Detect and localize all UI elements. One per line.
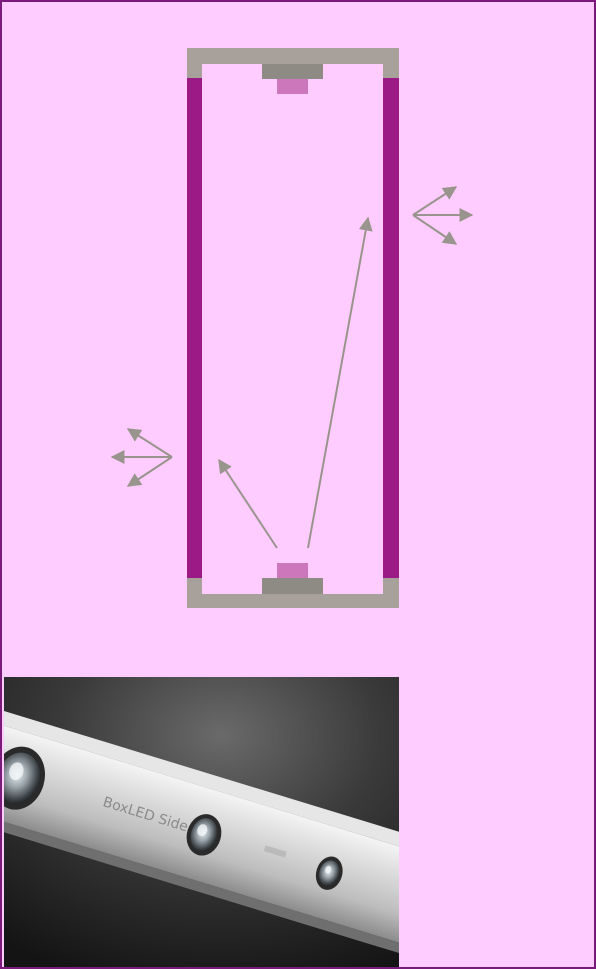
bottom-left-corner bbox=[187, 578, 202, 594]
led-bar: BoxLED Side bbox=[4, 709, 399, 955]
left-arrow-up bbox=[126, 428, 173, 458]
right-side-panel bbox=[383, 78, 399, 578]
top-frame-bar bbox=[187, 48, 399, 64]
bottom-led bbox=[277, 563, 308, 578]
left-side-panel bbox=[187, 78, 202, 578]
bottom-right-corner bbox=[383, 578, 399, 594]
product-marking bbox=[263, 845, 287, 858]
right-arrow-up bbox=[412, 186, 458, 216]
top-left-corner bbox=[187, 64, 202, 78]
led-lens bbox=[4, 746, 46, 810]
right-arrow-down bbox=[412, 214, 458, 245]
bottom-led-mount bbox=[262, 578, 323, 594]
light-box-diagram bbox=[110, 48, 474, 608]
top-right-corner bbox=[383, 64, 399, 78]
bottom-frame-bar bbox=[187, 594, 399, 608]
led-light-bar-photo: BoxLED Side bbox=[4, 677, 399, 967]
right-emission-arrows bbox=[412, 186, 474, 245]
left-arrow-down bbox=[126, 456, 173, 487]
light-ray-arrow-long bbox=[307, 216, 373, 549]
top-led-mount bbox=[262, 64, 323, 79]
top-led bbox=[277, 79, 308, 94]
led-lens bbox=[315, 856, 343, 890]
left-emission-arrows bbox=[110, 428, 173, 487]
light-ray-arrow-short bbox=[218, 458, 278, 549]
led-lens bbox=[186, 814, 222, 856]
